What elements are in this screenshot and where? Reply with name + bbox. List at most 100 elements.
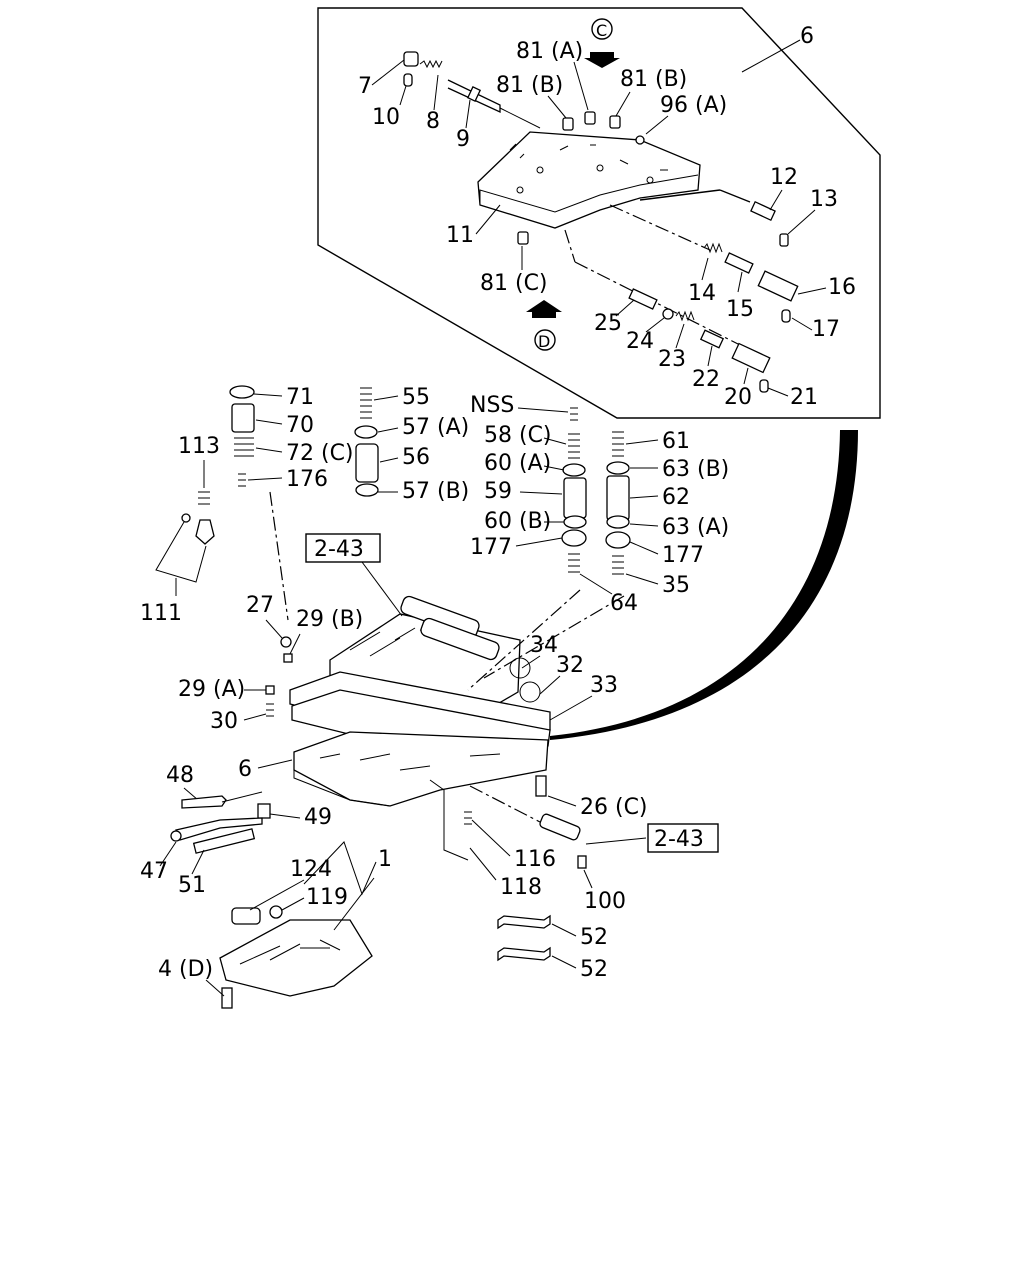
part-25-valve xyxy=(628,288,658,310)
label-61: 61 xyxy=(662,429,690,454)
axis-72c xyxy=(269,491,289,621)
part-17 xyxy=(781,309,791,323)
part-113-spring xyxy=(198,491,210,505)
label-27: 27 xyxy=(246,593,274,618)
leader-81b-2 xyxy=(615,91,631,117)
part-72c-spring xyxy=(234,437,254,457)
leader-30 xyxy=(243,713,267,721)
leader-52-a xyxy=(551,923,577,937)
leader-124 xyxy=(249,879,305,911)
leader-116 xyxy=(471,819,511,857)
leader-72c xyxy=(255,447,283,453)
leader-177-a xyxy=(515,537,563,547)
leader-81a xyxy=(573,61,589,111)
leader-1-b xyxy=(333,877,375,931)
arrow-up-icon xyxy=(526,300,562,318)
ref-label-2-43-bottom: 2-43 xyxy=(654,827,704,852)
label-29b: 29 (B) xyxy=(296,607,363,632)
part-111-ball xyxy=(181,513,191,523)
label-35: 35 xyxy=(662,573,690,598)
ref-box-2-43-top xyxy=(305,533,381,563)
part-59 xyxy=(563,477,587,519)
leader-9 xyxy=(465,99,471,129)
label-32: 32 xyxy=(556,653,584,678)
leader-62 xyxy=(629,495,659,499)
leader-14 xyxy=(701,257,709,281)
label-30: 30 xyxy=(210,709,238,734)
leader-118 xyxy=(469,847,497,881)
part-22-valve xyxy=(699,329,725,349)
main-valve-body-assembly xyxy=(289,595,551,807)
leader-56 xyxy=(379,457,399,463)
label-8: 8 xyxy=(426,109,440,134)
part-81c xyxy=(517,231,529,245)
leader-12 xyxy=(769,189,783,211)
label-10: 10 xyxy=(372,105,400,130)
leader-57a xyxy=(377,427,399,433)
label-47: 47 xyxy=(140,859,168,884)
leader-177-b xyxy=(629,541,659,555)
label-96a: 96 (A) xyxy=(660,93,727,118)
label-16: 16 xyxy=(828,275,856,300)
part-81b-1 xyxy=(562,117,574,131)
label-22: 22 xyxy=(692,367,720,392)
leader-61 xyxy=(625,439,659,445)
ref-box-2-43-bottom xyxy=(647,823,719,853)
part-26c xyxy=(535,775,547,797)
leader-nss xyxy=(517,407,569,413)
leader-8 xyxy=(433,74,439,111)
part-30-spring xyxy=(266,703,274,717)
part-23-spring xyxy=(675,310,695,322)
label-7: 7 xyxy=(358,74,372,99)
leader-13 xyxy=(787,209,816,235)
axis-lower-a xyxy=(564,229,576,263)
part-116-spring xyxy=(464,811,472,825)
part-55-spring xyxy=(360,387,372,419)
part-51 xyxy=(192,828,256,854)
part-63b xyxy=(606,461,630,475)
part-21 xyxy=(759,379,769,393)
part-48-link xyxy=(221,791,263,803)
part-47-head xyxy=(170,830,182,842)
leader-52-b xyxy=(551,955,577,969)
part-60a xyxy=(562,463,586,477)
leader-111 xyxy=(155,521,207,583)
label-17: 17 xyxy=(812,317,840,342)
label-23: 23 xyxy=(658,347,686,372)
view-c-circle xyxy=(591,18,613,40)
part-52-b xyxy=(497,946,551,962)
part-27 xyxy=(280,636,292,648)
part-10 xyxy=(403,73,413,87)
part-71 xyxy=(229,385,255,399)
leader-35 xyxy=(625,573,659,585)
part-7 xyxy=(403,51,419,67)
part-177-a xyxy=(561,529,587,547)
label-119: 119 xyxy=(306,885,348,910)
part-58c-spring xyxy=(568,433,580,459)
leader-26c xyxy=(547,795,577,807)
label-1: 1 xyxy=(378,847,392,872)
label-81a: 81 (A) xyxy=(516,39,583,64)
label-21: 21 xyxy=(790,385,818,410)
leader-23 xyxy=(675,323,685,349)
label-81c: 81 (C) xyxy=(480,271,548,296)
axis-upper xyxy=(609,204,711,251)
part-81b-2 xyxy=(609,115,621,129)
label-55: 55 xyxy=(402,385,430,410)
axis-35 xyxy=(483,595,625,679)
arrow-down-icon xyxy=(584,52,620,68)
leader-59 xyxy=(519,491,563,495)
part-49 xyxy=(257,803,271,819)
bracket-12b xyxy=(719,189,751,203)
label-72c: 72 (C) xyxy=(286,441,354,466)
part-62 xyxy=(606,475,630,521)
part-24-ring xyxy=(662,308,674,320)
leader-17 xyxy=(791,317,813,331)
part-48 xyxy=(181,795,227,809)
leader-24 xyxy=(645,317,665,333)
part-nss-spring xyxy=(570,407,578,421)
axis-solenoid xyxy=(469,785,541,823)
label-51: 51 xyxy=(178,873,206,898)
